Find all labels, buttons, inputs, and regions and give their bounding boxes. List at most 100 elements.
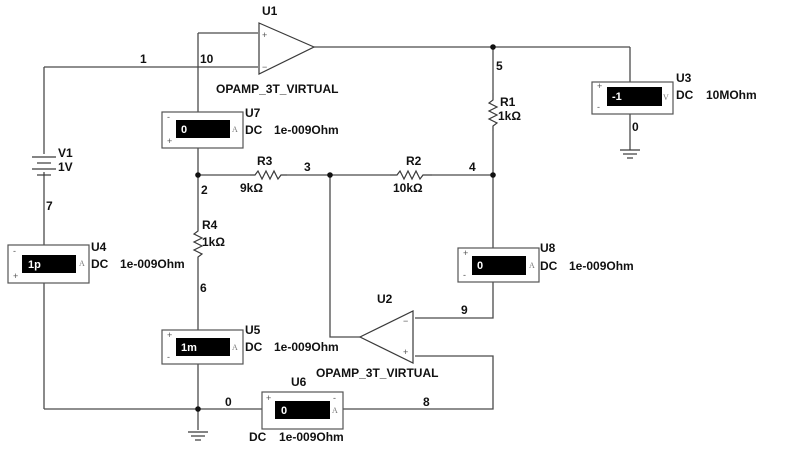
ammeter-u7-plus: + bbox=[167, 136, 172, 146]
ammeter-u5-mode: DC bbox=[245, 340, 263, 354]
battery-v1-value: 1V bbox=[58, 160, 73, 174]
ammeter-u8-unit: A bbox=[529, 261, 535, 270]
junction-node5 bbox=[490, 44, 496, 50]
wire-node9[interactable] bbox=[415, 282, 494, 319]
resistor-r1[interactable]: R1 1kΩ bbox=[487, 93, 521, 131]
ammeter-u8-display bbox=[472, 256, 526, 275]
ammeter-u7-ref: U7 bbox=[245, 106, 261, 120]
resistor-r4-ref: R4 bbox=[202, 218, 218, 232]
voltmeter-u3[interactable]: -1 + - V U3 DC 10MOhm bbox=[591, 71, 757, 115]
node-label-8: 8 bbox=[423, 395, 430, 409]
wires bbox=[43, 32, 631, 430]
voltmeter-u3-ref: U3 bbox=[676, 71, 692, 85]
resistor-r3[interactable]: R3 9kΩ bbox=[240, 154, 287, 195]
junction-node4 bbox=[490, 172, 496, 178]
ammeter-u4-mode: DC bbox=[91, 257, 109, 271]
node-label-2: 2 bbox=[201, 183, 208, 197]
resistor-r2-ref: R2 bbox=[406, 154, 422, 168]
ammeter-u7-resistance: 1e-009Ohm bbox=[274, 123, 339, 137]
resistor-r3-value: 9kΩ bbox=[240, 181, 263, 195]
ammeter-u7-mode: DC bbox=[245, 123, 263, 137]
node-label-3: 3 bbox=[304, 160, 311, 174]
node-label-0: 0 bbox=[225, 395, 232, 409]
resistor-r4[interactable]: R4 1kΩ bbox=[192, 218, 225, 260]
ammeter-u5[interactable]: 1m + - A U5 DC 1e-009Ohm bbox=[161, 323, 339, 365]
node-label-7: 7 bbox=[46, 199, 53, 213]
resistor-r1-zigzag bbox=[487, 93, 499, 131]
ammeter-u5-plus: + bbox=[167, 330, 172, 340]
ammeter-u7-display bbox=[176, 120, 230, 138]
voltmeter-u3-minus: - bbox=[597, 102, 600, 112]
opamp-u2-model: OPAMP_3T_VIRTUAL bbox=[316, 366, 438, 380]
ammeter-u8-minus: - bbox=[463, 270, 466, 280]
node-label-4: 4 bbox=[469, 160, 476, 174]
node-label-0-u3: 0 bbox=[632, 120, 639, 134]
resistor-r2[interactable]: R2 10kΩ bbox=[390, 154, 432, 195]
ammeter-u8-ref: U8 bbox=[540, 241, 556, 255]
battery-v1-ref: V1 bbox=[58, 146, 73, 160]
opamp-u2-plus: + bbox=[403, 347, 408, 357]
voltmeter-u3-display bbox=[607, 87, 662, 106]
opamp-u2[interactable]: − + U2 OPAMP_3T_VIRTUAL bbox=[316, 292, 438, 380]
ammeter-u8-mode: DC bbox=[540, 259, 558, 273]
resistor-r4-value: 1kΩ bbox=[202, 235, 225, 249]
wire-u2-output[interactable] bbox=[329, 175, 360, 338]
ammeter-u4-ref: U4 bbox=[91, 240, 107, 254]
ammeter-u6-minus: - bbox=[333, 393, 336, 403]
ammeter-u7[interactable]: 0 - + A U7 DC 1e-009Ohm bbox=[161, 106, 339, 149]
ammeter-u7-minus: - bbox=[167, 112, 170, 122]
ammeter-u6-display bbox=[275, 401, 330, 419]
ammeter-u8-reading: 0 bbox=[477, 260, 483, 272]
resistor-r4-zigzag bbox=[192, 225, 204, 260]
ammeter-u5-unit: A bbox=[232, 343, 238, 352]
opamp-u1-model: OPAMP_3T_VIRTUAL bbox=[216, 82, 338, 96]
ammeter-u4[interactable]: 1p - + A U4 DC 1e-009Ohm bbox=[7, 240, 185, 284]
wire-node8[interactable] bbox=[343, 355, 494, 410]
opamp-u1-minus: − bbox=[262, 62, 267, 72]
junction-node0 bbox=[195, 406, 201, 412]
voltmeter-u3-mode: DC bbox=[676, 88, 694, 102]
ammeter-u5-resistance: 1e-009Ohm bbox=[274, 340, 339, 354]
ammeter-u4-minus: - bbox=[13, 246, 16, 256]
opamp-u1-triangle bbox=[258, 22, 316, 75]
node-label-5: 5 bbox=[496, 59, 503, 73]
voltmeter-u3-unit: V bbox=[663, 93, 669, 102]
ammeter-u4-unit: A bbox=[79, 259, 85, 268]
ammeter-u8[interactable]: 0 + - A U8 DC 1e-009Ohm bbox=[457, 241, 634, 283]
voltmeter-u3-plus: + bbox=[597, 81, 602, 91]
ammeter-u5-minus: - bbox=[167, 352, 170, 362]
resistor-r1-value: 1kΩ bbox=[498, 109, 521, 123]
ammeter-u4-resistance: 1e-009Ohm bbox=[120, 257, 185, 271]
ammeter-u6[interactable]: 0 + - A U6 DC 1e-009Ohm bbox=[249, 375, 344, 444]
ammeter-u6-mode: DC bbox=[249, 430, 267, 444]
resistor-r1-ref: R1 bbox=[500, 95, 516, 109]
node-label-10: 10 bbox=[200, 52, 214, 66]
node-label-9: 9 bbox=[461, 303, 468, 317]
ammeter-u4-display bbox=[22, 255, 76, 273]
ammeter-u8-resistance: 1e-009Ohm bbox=[569, 259, 634, 273]
resistor-r2-zigzag bbox=[390, 169, 432, 181]
ammeter-u6-ref: U6 bbox=[291, 375, 307, 389]
opamp-u2-triangle bbox=[358, 310, 414, 364]
ammeter-u6-plus: + bbox=[266, 393, 271, 403]
ammeter-u7-unit: A bbox=[232, 125, 238, 134]
ground-u3 bbox=[620, 149, 640, 159]
ammeter-u5-ref: U5 bbox=[245, 323, 261, 337]
opamp-u2-minus: − bbox=[403, 316, 408, 326]
voltmeter-u3-reading: -1 bbox=[612, 91, 622, 103]
battery-v1[interactable]: V1 1V bbox=[32, 146, 73, 176]
resistor-r2-value: 10kΩ bbox=[393, 181, 423, 195]
ammeter-u5-reading: 1m bbox=[181, 342, 197, 354]
resistor-r3-ref: R3 bbox=[257, 154, 273, 168]
ammeter-u6-resistance: 1e-009Ohm bbox=[279, 430, 344, 444]
opamp-u2-ref: U2 bbox=[377, 292, 393, 306]
opamp-u1-ref: U1 bbox=[262, 4, 278, 18]
junctions bbox=[195, 44, 496, 412]
resistor-r3-zigzag bbox=[250, 169, 287, 181]
opamp-u1[interactable]: + − U1 OPAMP_3T_VIRTUAL bbox=[216, 4, 338, 96]
ammeter-u6-reading: 0 bbox=[281, 405, 287, 417]
ammeter-u5-display bbox=[176, 338, 230, 356]
junction-node2 bbox=[195, 172, 201, 178]
opamp-u1-plus: + bbox=[262, 30, 267, 40]
